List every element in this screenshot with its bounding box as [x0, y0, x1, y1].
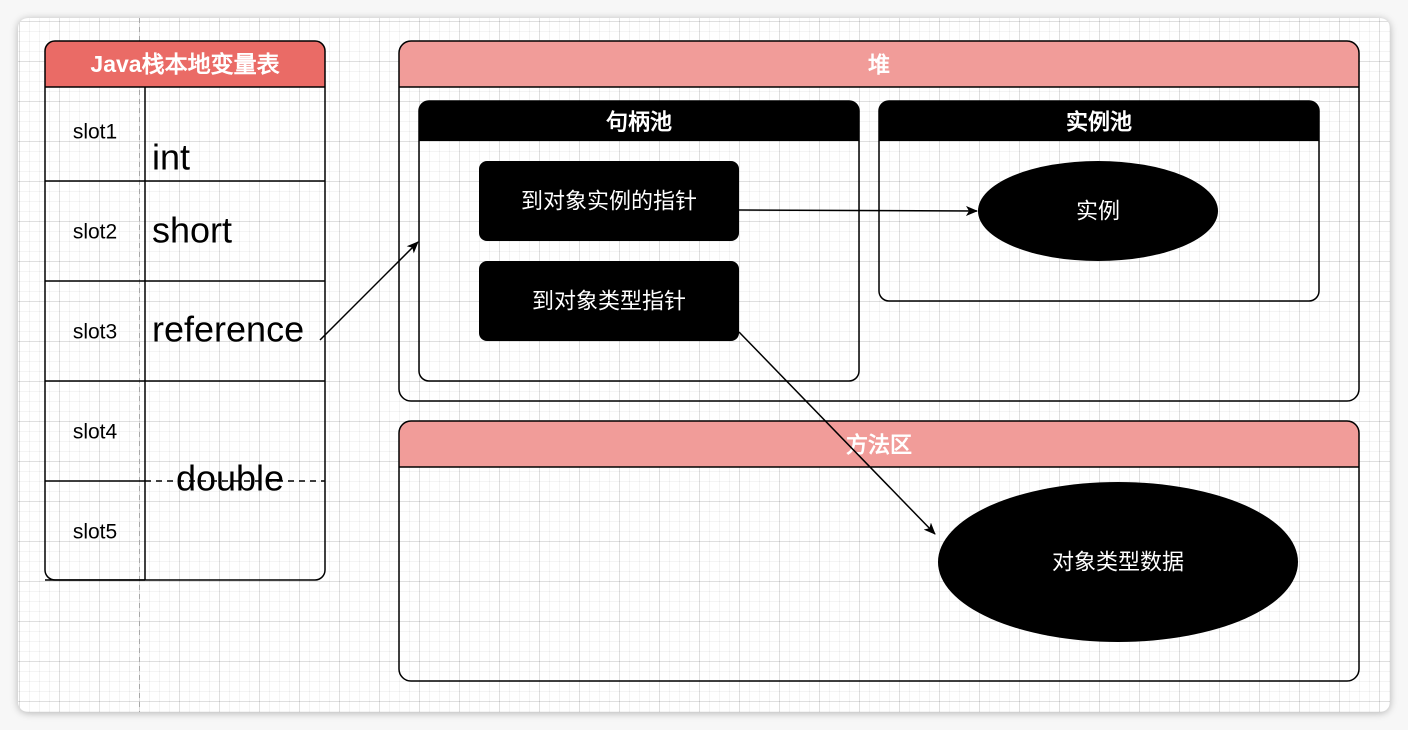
handle-pool-outline	[418, 100, 860, 382]
heap-header-bar	[399, 41, 1359, 87]
instance-pointer-label: 到对象实例的指针	[521, 189, 697, 214]
instance-pool-header-bar	[879, 101, 1319, 141]
slot-value-int: int	[152, 137, 190, 178]
type-pointer-label: 到对象类型指针	[532, 289, 686, 314]
table-header-bar	[45, 41, 325, 87]
table-outline	[44, 40, 326, 581]
handle-pool[interactable]: 句柄池 到对象实例的指针 到对象类型指针	[418, 100, 860, 382]
heap-region[interactable]: 堆 句柄池 到对象实例的指针 到对象类型指针 实例池 实例	[398, 40, 1360, 402]
type-data-node[interactable]: 对象类型数据	[938, 482, 1298, 642]
instance-label: 实例	[1076, 199, 1120, 224]
type-pointer-node[interactable]: 到对象类型指针	[479, 261, 739, 341]
slot-label-1: slot1	[73, 121, 117, 144]
instance-pool-outline	[878, 100, 1320, 302]
instance-pointer-node[interactable]: 到对象实例的指针	[479, 161, 739, 241]
instance-ellipse	[978, 161, 1218, 261]
arrow-instance-pointer-to-instance[interactable]	[738, 205, 978, 216]
method-area-outline	[398, 420, 1360, 682]
slot-label-4: slot4	[73, 421, 118, 444]
method-area-title: 方法区	[846, 433, 912, 458]
arrow-reference-to-handle-pool[interactable]	[319, 241, 419, 341]
slot-value-reference: reference	[152, 309, 304, 350]
method-area-region[interactable]: 方法区 对象类型数据	[398, 420, 1360, 682]
slot-value-short: short	[152, 210, 232, 251]
slot-label-3: slot3	[73, 321, 117, 344]
slot-label-5: slot5	[73, 521, 117, 544]
local-variable-table[interactable]: Java栈本地变量表 slot1 slot2 slot3 slot4 slot5…	[44, 40, 326, 581]
heap-outline	[398, 40, 1360, 402]
instance-pointer-box	[479, 161, 739, 241]
type-pointer-box	[479, 261, 739, 341]
heap-title: 堆	[868, 53, 890, 78]
type-data-label: 对象类型数据	[1052, 550, 1184, 575]
instance-pool[interactable]: 实例池 实例	[878, 100, 1320, 302]
arrow-type-pointer-to-type-data[interactable]	[738, 331, 936, 535]
handle-pool-header-bar	[419, 101, 859, 141]
table-title: Java栈本地变量表	[90, 51, 280, 77]
type-data-ellipse	[938, 482, 1298, 642]
instance-node[interactable]: 实例	[978, 161, 1218, 261]
handle-pool-title: 句柄池	[606, 110, 672, 135]
slot-label-2: slot2	[73, 221, 117, 244]
instance-pool-title: 实例池	[1066, 110, 1132, 135]
method-area-header-bar	[399, 421, 1359, 467]
slot-value-double: double	[176, 458, 284, 499]
